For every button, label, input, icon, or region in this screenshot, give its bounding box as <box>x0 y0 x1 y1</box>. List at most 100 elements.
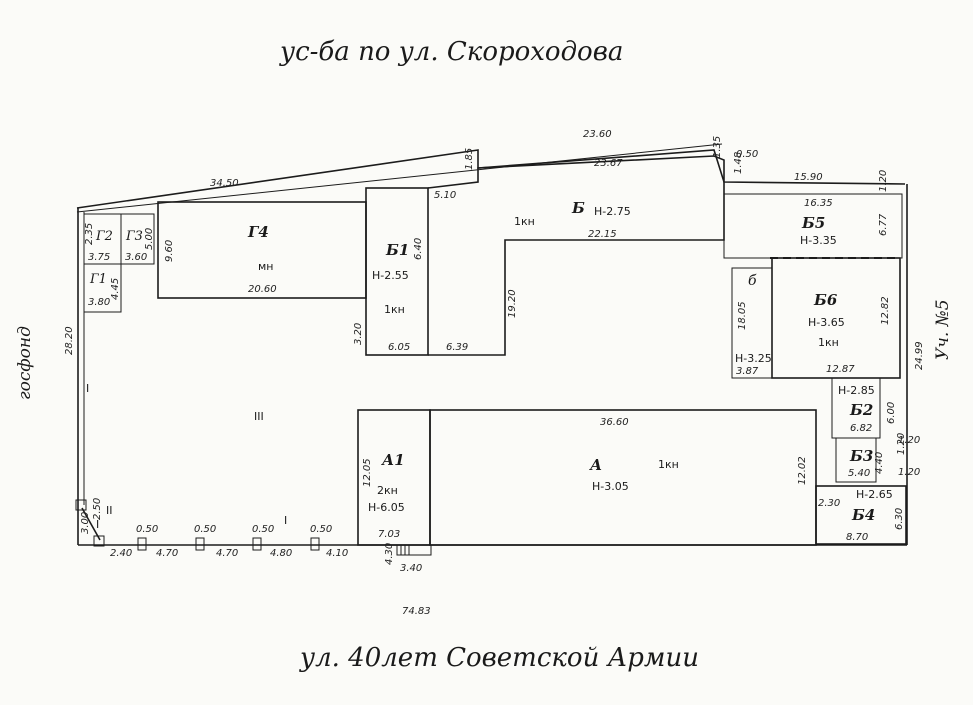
street-top: ус-ба по ул. Скороходова <box>279 37 623 67</box>
dim-2499: 24.99 <box>914 341 925 370</box>
dim-510: 5.10 <box>434 190 456 201</box>
room-b-floors: 1кн <box>514 215 535 228</box>
room-g4-dim: 20.60 <box>248 284 277 295</box>
dim-605: 6.05 <box>388 342 410 353</box>
mark-4: I <box>96 518 99 531</box>
dim-120b: 1.20 <box>898 467 920 478</box>
dim-2367: 23.67 <box>594 158 623 169</box>
dim-135: 1.35 <box>712 136 723 158</box>
dim-050c: 0.50 <box>252 524 274 535</box>
room-a-floors: 1кн <box>658 458 679 471</box>
room-g1 <box>83 263 122 313</box>
dim-2215: 22.15 <box>588 229 617 240</box>
dim-410: 4.10 <box>326 548 348 559</box>
room-b-height: Н-2.75 <box>594 205 631 218</box>
mark-3: II <box>106 504 113 517</box>
room-g1-dim: 3.80 <box>88 297 110 308</box>
room-b5-name: Б5 <box>801 214 825 232</box>
dim-120a: 1.20 <box>898 435 920 446</box>
dim-235: 2.35 <box>84 223 95 245</box>
dim-185: 1.85 <box>464 148 475 170</box>
room-b5-height: Н-3.35 <box>800 234 837 247</box>
room-g3 <box>120 213 155 265</box>
room-g3-dim: 3.60 <box>125 252 147 263</box>
dim-430: 4.30 <box>384 543 395 565</box>
dim-050: 0.50 <box>736 149 758 160</box>
dim-1287: 12.87 <box>826 364 855 375</box>
mark-5: III <box>254 410 264 423</box>
dim-050a: 0.50 <box>136 524 158 535</box>
dim-703: 7.03 <box>378 529 400 540</box>
room-b-name: Б <box>571 199 585 217</box>
room-b1-floors: 1кн <box>384 303 405 316</box>
dim-3660: 36.60 <box>600 417 629 428</box>
dim-682: 6.82 <box>850 423 872 434</box>
dim-500: 5.00 <box>144 228 155 250</box>
room-a1-height: Н-6.05 <box>368 501 405 514</box>
room-b1-height: Н-2.55 <box>372 269 409 282</box>
dim-148: 1.48 <box>733 152 744 174</box>
room-b6-floors: 1кн <box>818 336 839 349</box>
dim-630: 6.30 <box>894 508 905 530</box>
room-a1-name: А1 <box>381 451 405 469</box>
dim-540: 5.40 <box>848 468 870 479</box>
dim-600: 6.00 <box>886 402 897 424</box>
room-g2-name: Г2 <box>95 229 113 244</box>
room-g3-name: Г3 <box>125 229 143 244</box>
room-b6-name: Б6 <box>813 291 838 309</box>
dim-050d: 0.50 <box>310 524 332 535</box>
dim-1282: 12.82 <box>880 296 891 325</box>
top-fence <box>76 143 723 213</box>
street-left: госфонд <box>15 326 35 400</box>
dim-340: 3.40 <box>400 563 422 574</box>
dim-320: 3.20 <box>353 323 364 345</box>
dim-1805: 18.05 <box>737 301 748 330</box>
room-b3 <box>835 437 877 483</box>
dim-1202: 12.02 <box>797 456 808 485</box>
dim-230: 2.30 <box>818 498 840 509</box>
dim-120d: 1.20 <box>896 433 907 455</box>
room-a-name: А <box>589 456 602 474</box>
room-g4-note: мн <box>258 260 274 273</box>
dim-1920: 19.20 <box>507 289 518 318</box>
dim-050b: 0.50 <box>194 524 216 535</box>
dim-240: 2.40 <box>110 548 132 559</box>
dim-1635: 16.35 <box>804 198 833 209</box>
dim-870: 8.70 <box>846 532 868 543</box>
room-a <box>429 409 817 546</box>
dim-250: 2.50 <box>92 498 103 520</box>
dim-1205: 12.05 <box>362 458 373 487</box>
dim-2360: 23.60 <box>583 129 612 140</box>
room-a-height: Н-3.05 <box>592 480 629 493</box>
dim-440: 4.40 <box>874 452 885 474</box>
room-b4-height: Н-2.65 <box>856 488 893 501</box>
dim-2820: 28.20 <box>64 326 75 355</box>
street-bottom: ул. 40лет Советской Армии <box>299 643 699 673</box>
room-b <box>427 155 725 356</box>
dim-640: 6.40 <box>413 238 424 260</box>
dim-445: 4.45 <box>110 278 121 300</box>
dim-3450: 34.50 <box>210 178 239 189</box>
dim-120: 1.20 <box>878 170 889 192</box>
dim-470b: 4.70 <box>216 548 238 559</box>
room-b-small-name: б <box>748 273 757 289</box>
dim-639: 6.39 <box>446 342 468 353</box>
dim-300: 3.00 <box>80 512 91 534</box>
room-b2-name: Б2 <box>849 401 873 419</box>
dim-480: 4.80 <box>270 548 292 559</box>
room-b2-height: Н-2.85 <box>838 384 875 397</box>
dim-1590: 15.90 <box>794 172 823 183</box>
room-b3-name: Б3 <box>849 447 873 465</box>
room-g2-dim: 3.75 <box>88 252 110 263</box>
site-boundary <box>76 149 906 209</box>
gate-posts <box>75 499 320 551</box>
room-b6-height: Н-3.65 <box>808 316 845 329</box>
dim-387: 3.87 <box>736 366 759 377</box>
room-g1-name: Г1 <box>89 272 107 287</box>
room-b1-name: Б1 <box>385 241 409 259</box>
room-b4-name: Б4 <box>851 506 875 524</box>
dim-470a: 4.70 <box>156 548 178 559</box>
room-b-small-height: Н-3.25 <box>735 352 772 365</box>
room-a1-floors: 2кн <box>377 484 398 497</box>
